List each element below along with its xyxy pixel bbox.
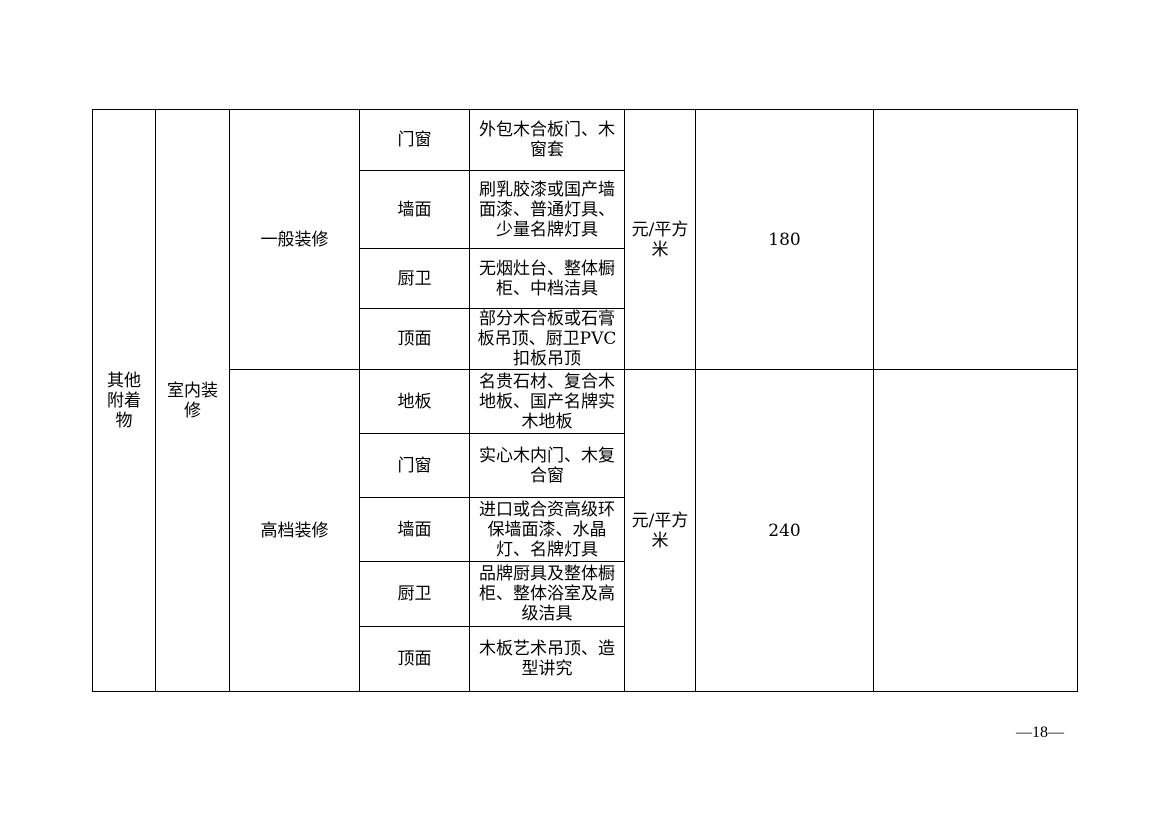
unit-cell-premium: 元/平方米 — [624, 369, 696, 692]
unit-cell-general: 元/平方米 — [624, 109, 696, 370]
part-cell: 顶面 — [359, 626, 470, 692]
page-number: —18— — [1016, 724, 1064, 741]
part-cell: 墙面 — [359, 497, 470, 562]
desc-cell: 外包木合板门、木窗套 — [469, 109, 625, 171]
table-row: 高档装修 地板 名贵石材、复合木地板、国产名牌实木地板 元/平方米 240 — [93, 369, 1078, 692]
desc-cell: 刷乳胶漆或国产墙面漆、普通灯具、少量名牌灯具 — [469, 170, 625, 249]
table-row: 顶面 木板艺术吊顶、造型讲究 — [93, 626, 1078, 692]
table-row: 厨卫 品牌厨具及整体橱柜、整体浴室及高级洁具 — [93, 561, 1078, 627]
compensation-table: 其他附着物 室内装修 一般装修 门窗 外包木合板门、木窗套 元/平方米 180 … — [92, 109, 1078, 692]
remark-cell-premium — [873, 369, 1078, 692]
part-cell: 厨卫 — [359, 561, 470, 627]
table-row: 墙面 刷乳胶漆或国产墙面漆、普通灯具、少量名牌灯具 — [93, 170, 1078, 249]
table-row: 顶面 部分木合板或石膏板吊顶、厨卫PVC扣板吊顶 — [93, 308, 1078, 370]
desc-cell: 品牌厨具及整体橱柜、整体浴室及高级洁具 — [469, 561, 625, 627]
part-cell: 顶面 — [359, 308, 470, 370]
part-cell: 地板 — [359, 369, 470, 434]
desc-cell: 进口或合资高级环保墙面漆、水晶灯、名牌灯具 — [469, 497, 625, 562]
desc-cell: 无烟灶台、整体橱柜、中档洁具 — [469, 248, 625, 309]
part-cell: 门窗 — [359, 109, 470, 171]
price-cell-general: 180 — [695, 109, 874, 370]
desc-cell: 实心木内门、木复合窗 — [469, 433, 625, 498]
remark-cell-general — [873, 109, 1078, 370]
desc-cell: 部分木合板或石膏板吊顶、厨卫PVC扣板吊顶 — [469, 308, 625, 370]
category-cell: 其他附着物 — [92, 109, 156, 692]
grade-cell-general: 一般装修 — [229, 109, 360, 370]
part-cell: 厨卫 — [359, 248, 470, 309]
table-row: 厨卫 无烟灶台、整体橱柜、中档洁具 — [93, 248, 1078, 309]
desc-cell: 木板艺术吊顶、造型讲究 — [469, 626, 625, 692]
subcategory-cell: 室内装修 — [155, 109, 230, 692]
part-cell: 门窗 — [359, 433, 470, 498]
table-row: 门窗 实心木内门、木复合窗 — [93, 433, 1078, 498]
desc-cell: 名贵石材、复合木地板、国产名牌实木地板 — [469, 369, 625, 434]
part-cell: 墙面 — [359, 170, 470, 249]
price-cell-premium: 240 — [695, 369, 874, 692]
table-row: 墙面 进口或合资高级环保墙面漆、水晶灯、名牌灯具 — [93, 497, 1078, 562]
grade-cell-premium: 高档装修 — [229, 369, 360, 692]
table-row: 其他附着物 室内装修 一般装修 门窗 外包木合板门、木窗套 元/平方米 180 — [92, 109, 1078, 692]
